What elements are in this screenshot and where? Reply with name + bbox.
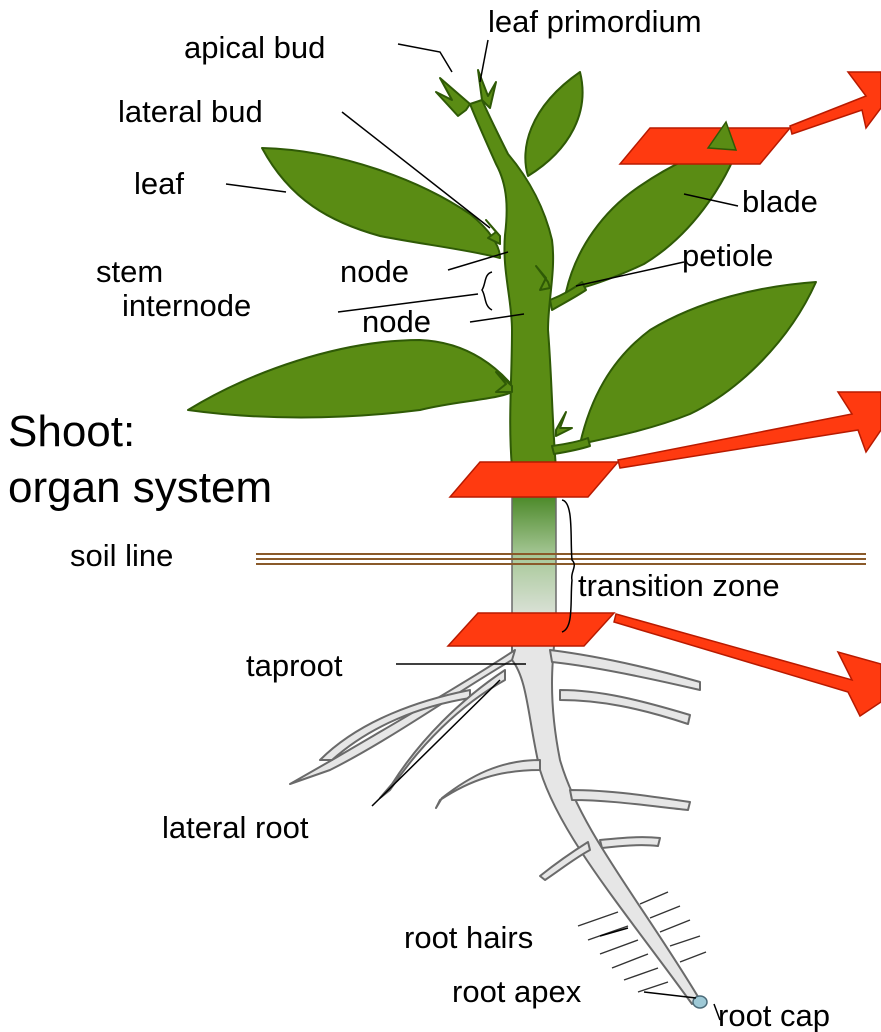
label-transition-zone: transition zone — [578, 568, 780, 603]
label-shoot: Shoot: — [8, 407, 135, 456]
arrow-low — [614, 614, 881, 716]
leaf-upper-left — [262, 148, 500, 258]
leader-apical-bud — [398, 44, 452, 72]
label-soil-line: soil line — [70, 538, 173, 573]
label-internode: internode — [122, 288, 251, 323]
apical-bud — [436, 78, 470, 116]
arrow-top — [790, 72, 881, 134]
leader-leaf-primordium — [480, 40, 488, 82]
label-lateral-bud: lateral bud — [118, 94, 263, 129]
label-lateral-root: lateral root — [162, 810, 309, 845]
lateral-root-right-small — [600, 837, 660, 848]
section-plane-low — [448, 613, 614, 646]
label-leaf: leaf — [134, 166, 184, 201]
lateral-root-left-lower — [436, 760, 540, 808]
label-taproot: taproot — [246, 648, 343, 683]
leader-root-hairs — [600, 928, 628, 936]
leader-leaf — [226, 184, 286, 192]
label-root-apex: root apex — [452, 974, 582, 1009]
lateral-root-right-lower — [570, 790, 690, 810]
leader-node-upper — [448, 252, 508, 270]
lateral-root-right-upper — [550, 650, 700, 690]
label-leaf-primordium: leaf primordium — [488, 4, 702, 39]
label-node-lower: node — [362, 304, 431, 339]
label-stem: stem — [96, 254, 163, 289]
node-tuft-base — [556, 412, 572, 436]
label-blade: blade — [742, 184, 818, 219]
label-organ-system: organ system — [8, 463, 272, 512]
label-node-upper: node — [340, 254, 409, 289]
leaf-lower-left — [188, 340, 516, 418]
leaf-top-small — [525, 72, 582, 176]
petiole-lower — [552, 438, 590, 454]
soil-line — [256, 554, 866, 564]
label-apical-bud: apical bud — [184, 30, 325, 65]
leaf-lower-right — [580, 282, 816, 444]
internode-brace — [482, 272, 492, 310]
lateral-root-right-upper2 — [560, 690, 690, 724]
section-plane-top — [620, 128, 790, 164]
label-petiole: petiole — [682, 238, 773, 273]
section-plane-mid — [450, 462, 618, 497]
label-root-hairs: root hairs — [404, 920, 533, 955]
label-root-cap: root cap — [718, 998, 830, 1032]
lateral-root-left-small — [540, 842, 590, 880]
transition-brace — [562, 500, 574, 632]
